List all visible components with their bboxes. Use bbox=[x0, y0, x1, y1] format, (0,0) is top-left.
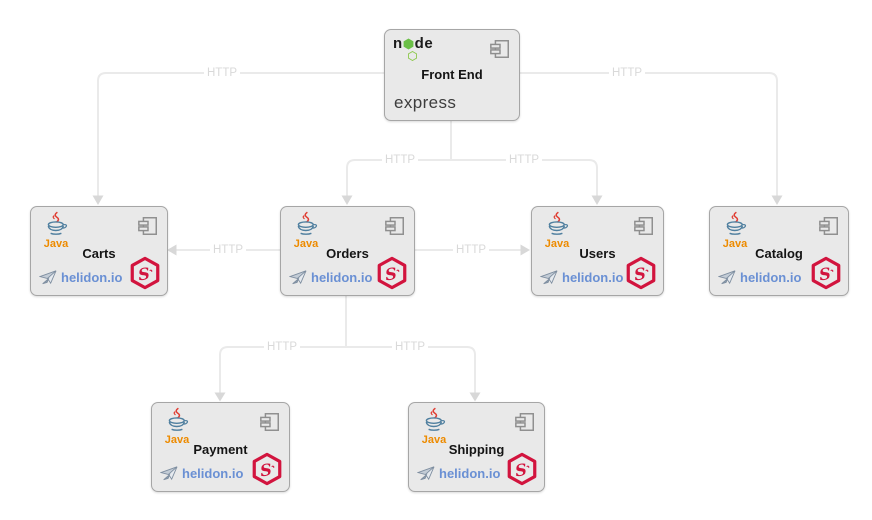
uml-component-icon bbox=[259, 411, 281, 433]
java-logo-text: Java bbox=[164, 434, 190, 446]
node-title: Front End bbox=[421, 67, 483, 82]
node-payment: Java Payment helidon.io bbox=[151, 402, 290, 492]
helidon-seal-badge-icon bbox=[809, 256, 843, 290]
java-logo-text: Java bbox=[43, 238, 69, 250]
java-logo: Java bbox=[717, 211, 753, 250]
helidon-logo: helidon.io bbox=[540, 269, 623, 285]
node-catalog: Java Catalog helidon.io bbox=[709, 206, 849, 296]
edge-label-frontend-carts: HTTP bbox=[203, 67, 241, 79]
node-title: Catalog bbox=[755, 246, 803, 261]
java-logo-text: Java bbox=[421, 434, 447, 446]
edge-label-frontend-orders: HTTP bbox=[381, 154, 419, 166]
helidon-plane-icon bbox=[289, 269, 307, 285]
java-logo-text: Java bbox=[544, 238, 570, 250]
java-cup-icon bbox=[165, 407, 189, 433]
java-logo-text: Java bbox=[293, 238, 319, 250]
helidon-logo: helidon.io bbox=[160, 465, 243, 481]
nodejs-logo-text: n bbox=[393, 35, 403, 52]
helidon-seal-badge-icon bbox=[250, 452, 284, 486]
java-logo: Java bbox=[416, 407, 452, 446]
helidon-logo-text: helidon.io bbox=[311, 269, 373, 285]
java-logo-text: Java bbox=[722, 238, 748, 250]
helidon-logo: helidon.io bbox=[39, 269, 122, 285]
helidon-logo: helidon.io bbox=[718, 269, 801, 285]
nodejs-hexagon-icon bbox=[403, 38, 414, 50]
node-frontend: n de Front End express bbox=[384, 29, 520, 121]
java-cup-icon bbox=[294, 211, 318, 237]
uml-component-icon bbox=[633, 215, 655, 237]
helidon-seal-badge-icon bbox=[624, 256, 658, 290]
edge-label-frontend-users: HTTP bbox=[505, 154, 543, 166]
node-title: Payment bbox=[193, 442, 248, 457]
node-shipping: Java Shipping helidon.io bbox=[408, 402, 545, 492]
node-carts: Java Carts helidon.io bbox=[30, 206, 168, 296]
helidon-logo-text: helidon.io bbox=[439, 465, 501, 481]
uml-component-icon bbox=[137, 215, 159, 237]
java-logo: Java bbox=[539, 211, 575, 250]
edge-label-orders-shipping: HTTP bbox=[391, 341, 429, 353]
node-orders: Java Orders helidon.io bbox=[280, 206, 415, 296]
java-cup-icon bbox=[723, 211, 747, 237]
uml-component-icon bbox=[818, 215, 840, 237]
node-title: Carts bbox=[82, 246, 116, 261]
node-users: Java Users helidon.io bbox=[531, 206, 664, 296]
java-logo: Java bbox=[288, 211, 324, 250]
helidon-seal-badge-icon bbox=[375, 256, 409, 290]
node-title: Users bbox=[579, 246, 616, 261]
java-logo: Java bbox=[38, 211, 74, 250]
helidon-plane-icon bbox=[39, 269, 57, 285]
helidon-logo-text: helidon.io bbox=[562, 269, 624, 285]
helidon-plane-icon bbox=[540, 269, 558, 285]
helidon-logo: helidon.io bbox=[417, 465, 500, 481]
edge-label-orders-users: HTTP bbox=[452, 244, 490, 256]
nodejs-logo-text: de bbox=[414, 35, 434, 52]
nodejs-logo: n de bbox=[393, 36, 433, 61]
java-cup-icon bbox=[422, 407, 446, 433]
uml-component-icon bbox=[384, 215, 406, 237]
helidon-logo-text: helidon.io bbox=[61, 269, 123, 285]
helidon-logo-text: helidon.io bbox=[182, 465, 244, 481]
edge-label-frontend-catalog: HTTP bbox=[608, 67, 646, 79]
express-logo-text: express bbox=[394, 93, 457, 112]
node-title: Shipping bbox=[448, 442, 505, 457]
java-cup-icon bbox=[44, 211, 68, 237]
edge-label-orders-payment: HTTP bbox=[263, 341, 301, 353]
helidon-logo: helidon.io bbox=[289, 269, 372, 285]
java-cup-icon bbox=[545, 211, 569, 237]
helidon-plane-icon bbox=[160, 465, 178, 481]
helidon-seal-badge-icon bbox=[128, 256, 162, 290]
java-logo: Java bbox=[159, 407, 195, 446]
nodejs-badge-icon bbox=[408, 51, 417, 61]
helidon-logo-text: helidon.io bbox=[740, 269, 802, 285]
edge-label-orders-carts: HTTP bbox=[209, 244, 247, 256]
helidon-plane-icon bbox=[417, 465, 435, 481]
helidon-seal-badge-icon bbox=[505, 452, 539, 486]
helidon-plane-icon bbox=[718, 269, 736, 285]
node-title: Orders bbox=[326, 246, 369, 261]
uml-component-icon bbox=[489, 38, 511, 60]
uml-component-icon bbox=[514, 411, 536, 433]
arrowheads bbox=[92, 195, 783, 402]
